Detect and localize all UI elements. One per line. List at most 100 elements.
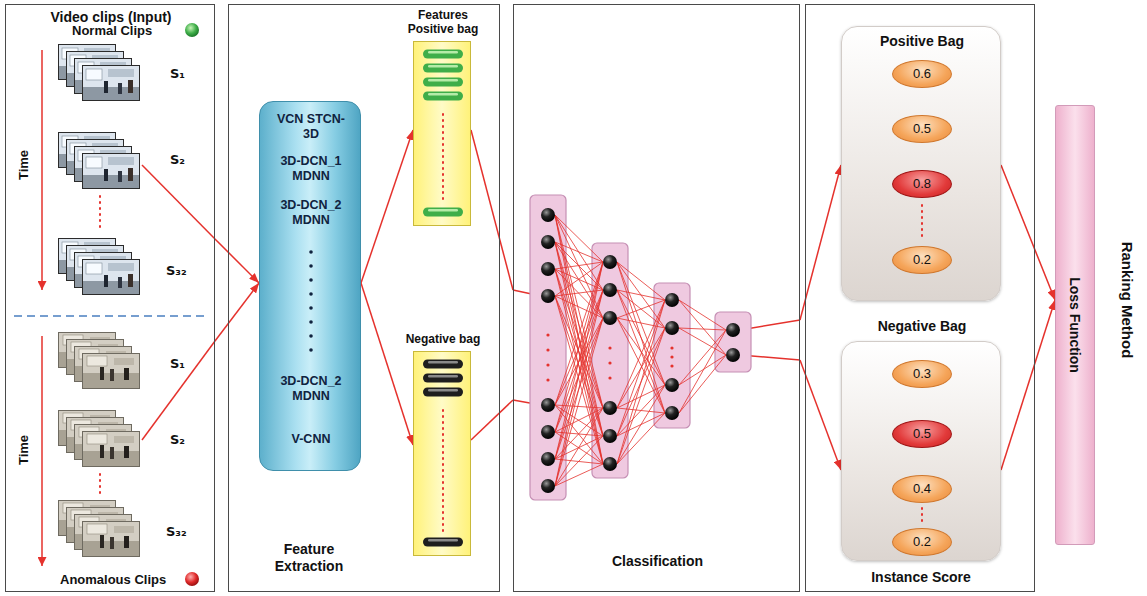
ellipsis-dots — [309, 334, 313, 338]
layer-name: V-CNN — [273, 432, 349, 447]
feature-highlight — [428, 389, 458, 392]
clip-index: S₃₂ — [166, 263, 187, 279]
network-neuron — [541, 425, 555, 439]
panel-caption: Feature Extraction — [259, 541, 359, 575]
group-label: Anomalous Clips — [60, 572, 166, 588]
network-neuron — [603, 311, 617, 325]
ellipsis-dots — [442, 410, 444, 532]
panel-box: 0.60.50.80.2Positive Bag0.30.50.40.2Nega… — [805, 4, 1035, 592]
clip-stack — [58, 332, 140, 389]
layer-name: VCN STCN-3D — [273, 112, 349, 142]
bag-heading: Negative Bag — [842, 318, 1002, 335]
network-link — [679, 355, 726, 385]
network-neuron — [541, 289, 555, 303]
ellipsis-dots — [442, 114, 444, 202]
network-cylinder: VCN STCN-3D3D-DCN_1 MDNN3D-DCN_2 MDNN3D-… — [259, 101, 361, 471]
network-layer — [715, 312, 751, 372]
clip-stack — [58, 500, 140, 557]
panel-box: VCN STCN-3D3D-DCN_1 MDNN3D-DCN_2 MDNN3D-… — [228, 4, 500, 592]
instance-score: 0.2 — [892, 528, 952, 556]
score-value: 0.6 — [913, 66, 931, 82]
network-link — [555, 318, 603, 486]
feature-vector — [423, 360, 463, 369]
network-link — [617, 290, 665, 413]
score-value: 0.2 — [913, 534, 931, 550]
loss-box: Loss Function — [1055, 105, 1095, 545]
loss-label: Loss Function — [1067, 277, 1084, 373]
feature-vector — [423, 50, 463, 59]
feature-vector — [423, 538, 463, 547]
network-link — [555, 242, 603, 262]
flow-arrow — [215, 239, 259, 283]
panel-caption: Classification — [514, 553, 801, 570]
panel-caption: Instance Score — [806, 569, 1036, 586]
ellipsis-dots — [309, 348, 313, 352]
network-link — [555, 262, 603, 269]
network-link — [555, 290, 603, 486]
ellipsis-dots — [546, 363, 549, 366]
feature-highlight — [428, 79, 458, 82]
ellipsis-dots — [921, 205, 923, 240]
network-neuron — [603, 283, 617, 297]
feature-vector — [423, 92, 463, 101]
network-link — [617, 318, 665, 385]
flow-arrow — [215, 283, 259, 341]
ellipsis-dots — [309, 320, 313, 324]
flow-arrow — [471, 130, 513, 290]
network-link — [679, 328, 726, 330]
feature-vector — [423, 388, 463, 397]
feature-vector — [423, 78, 463, 87]
network-neuron — [665, 406, 679, 420]
feature-highlight — [428, 51, 458, 54]
feature-highlight — [428, 209, 458, 212]
network-link — [555, 262, 603, 405]
ellipsis-dots — [608, 376, 611, 379]
anomaly-dot — [185, 572, 199, 586]
panel-title: Video clips (Input) — [6, 9, 216, 26]
divider-line — [14, 315, 206, 317]
feature-vector — [423, 208, 463, 217]
clip-index: S₂ — [170, 432, 185, 448]
network-neuron — [603, 457, 617, 471]
clip-index: S₁ — [170, 66, 185, 82]
feature-highlight — [428, 93, 458, 96]
ellipsis-dots — [309, 264, 313, 268]
network-link — [679, 330, 726, 385]
feature-vector — [423, 538, 463, 547]
network-link — [679, 300, 726, 355]
ellipsis-dots — [670, 355, 673, 358]
normal-dot — [185, 23, 199, 37]
network-link — [555, 269, 603, 464]
feature-highlight — [428, 361, 458, 364]
network-link — [555, 242, 603, 464]
instance-score: 0.8 — [892, 170, 952, 198]
network-neuron — [541, 398, 555, 412]
panel-box: Video clips (Input) — [5, 4, 215, 592]
flow-arrow — [1001, 165, 1055, 300]
network-link — [679, 300, 726, 330]
flow-arrow — [800, 360, 841, 470]
instance-score: 0.2 — [892, 246, 952, 274]
feature-vector — [423, 374, 463, 383]
feature-vector — [423, 50, 463, 59]
network-link — [617, 385, 665, 436]
bag-decoration — [260, 102, 362, 472]
instance-score: 0.5 — [892, 420, 952, 448]
layer-name: 3D-DCN_2 MDNN — [273, 374, 349, 404]
network-link — [617, 328, 665, 464]
score-bag: 0.30.50.40.2Negative Bag — [841, 341, 1001, 561]
network-neuron — [665, 378, 679, 392]
bag-heading: Positive Bag — [842, 33, 1002, 50]
layer-name: 3D-DCN_1 MDNN — [273, 154, 349, 184]
group-label: Normal Clips — [72, 23, 152, 39]
network-link — [617, 300, 665, 408]
instance-score: 0.3 — [892, 360, 952, 388]
feature-vector — [423, 360, 463, 369]
clip-index: S₁ — [170, 356, 185, 372]
bag-decoration — [414, 42, 472, 227]
ellipsis-dots — [546, 333, 549, 336]
network-neuron — [726, 323, 740, 337]
network-link — [617, 413, 665, 464]
